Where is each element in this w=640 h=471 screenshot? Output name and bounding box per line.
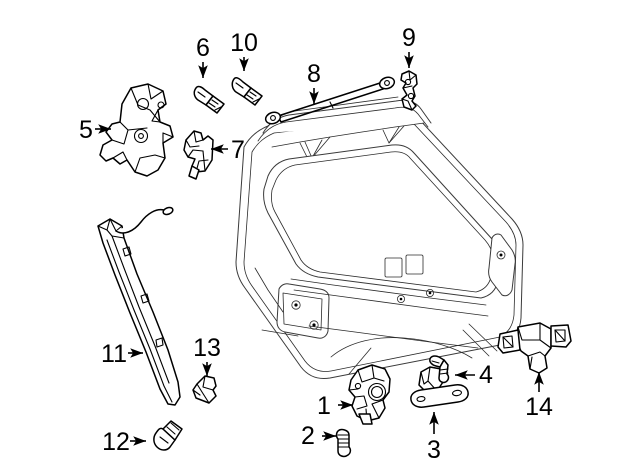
- part-6-hinge-bolt: [193, 85, 225, 114]
- callout-3-number: 3: [427, 436, 441, 464]
- callout-2-number: 2: [301, 422, 315, 450]
- callout-5: 5: [79, 116, 111, 144]
- callout-13-number: 13: [193, 334, 221, 362]
- part-3-liftgate-striker: [410, 366, 469, 408]
- callout-1: 1: [317, 392, 353, 420]
- part-7-liftgate-stay-bracket: [183, 130, 214, 180]
- callout-5-number: 5: [79, 116, 93, 144]
- part-13-trim-clip: [192, 375, 217, 404]
- part-5-liftgate-hinge-assembly: [99, 83, 174, 177]
- part-4-striker-screw: [429, 355, 450, 384]
- callout-4-number: 4: [479, 361, 493, 389]
- part-14-liftgate-cushion-bumper: [497, 322, 572, 374]
- callout-3: 3: [427, 412, 441, 464]
- callout-14-number: 14: [525, 393, 553, 421]
- callout-11-number: 11: [101, 340, 127, 368]
- callout-10: 10: [230, 29, 258, 71]
- callout-1-number: 1: [317, 392, 331, 420]
- callout-7: 7: [211, 136, 245, 164]
- part-11-liftgate-weatherstrip-garnish: [97, 206, 181, 406]
- callout-9-number: 9: [402, 24, 416, 52]
- callout-8: 8: [307, 60, 321, 104]
- part-2-latch-mounting-bolt: [335, 428, 352, 458]
- callout-14: 14: [525, 372, 553, 421]
- callout-7-number: 7: [231, 136, 245, 164]
- part-9-stay-mounting-bracket: [400, 70, 418, 111]
- callout-12: 12: [102, 428, 146, 456]
- callout-layer: 1 2 3 4 5 6: [79, 24, 553, 464]
- callout-9: 9: [402, 24, 416, 68]
- callout-11: 11: [101, 340, 143, 368]
- liftgate-panel-assembly: [235, 96, 524, 379]
- callout-6-number: 6: [196, 34, 210, 62]
- callout-8-number: 8: [307, 60, 321, 88]
- callout-6: 6: [196, 34, 210, 78]
- part-12-garnish-retainer-clip: [153, 420, 183, 451]
- part-8-liftgate-support-strut: [264, 76, 396, 125]
- callout-13: 13: [193, 334, 221, 376]
- callout-12-number: 12: [102, 428, 130, 456]
- callout-2: 2: [301, 422, 336, 450]
- callout-10-number: 10: [230, 29, 258, 57]
- callout-4: 4: [455, 361, 493, 389]
- part-10-hinge-bolt-upper: [231, 77, 263, 106]
- part-1-liftgate-lock-latch-assembly: [348, 364, 391, 425]
